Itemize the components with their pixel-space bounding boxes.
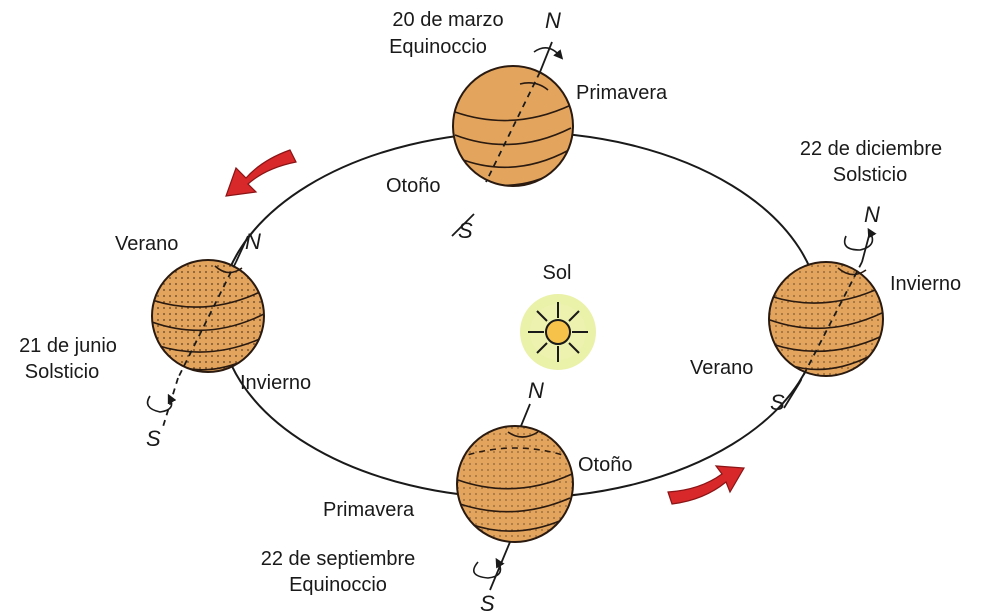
dec-invierno-label: Invierno bbox=[890, 273, 961, 295]
sep-north-label: N bbox=[528, 378, 544, 403]
curved-arrow-icon bbox=[225, 149, 297, 197]
sep-otono-label: Otoño bbox=[578, 454, 632, 476]
june-south-label: S bbox=[146, 426, 161, 451]
sep-date-label: 22 de septiembre bbox=[261, 548, 416, 570]
june-event-label: Solsticio bbox=[25, 361, 99, 383]
sep-event-label: Equinoccio bbox=[289, 574, 387, 596]
rotation-arrow-icon bbox=[843, 227, 877, 251]
june-north-label: N bbox=[245, 229, 261, 254]
globe-september bbox=[456, 403, 574, 591]
globe-march bbox=[451, 41, 574, 237]
dec-south-label: S bbox=[770, 390, 785, 415]
dec-north-label: N bbox=[864, 202, 880, 227]
rotation-arrow-icon bbox=[533, 47, 564, 60]
june-invierno-label: Invierno bbox=[240, 372, 311, 394]
globe-december bbox=[768, 231, 884, 409]
march-primavera-label: Primavera bbox=[576, 82, 668, 104]
march-south-label: S bbox=[458, 218, 473, 243]
march-otono-label: Otoño bbox=[386, 175, 440, 197]
globe-june bbox=[151, 235, 265, 431]
sep-primavera-label: Primavera bbox=[323, 499, 415, 521]
curved-arrow-icon bbox=[667, 465, 746, 505]
sun-label: Sol bbox=[543, 262, 572, 284]
sun-icon bbox=[520, 294, 596, 370]
dec-event-label: Solsticio bbox=[833, 164, 907, 186]
march-event-label: Equinoccio bbox=[389, 36, 487, 58]
dec-date-label: 22 de diciembre bbox=[800, 138, 942, 160]
june-date-label: 21 de junio bbox=[19, 335, 117, 357]
june-verano-label: Verano bbox=[115, 233, 178, 255]
rotation-arrow-icon bbox=[472, 557, 505, 579]
rotation-arrow-icon bbox=[146, 393, 177, 413]
march-date-label: 20 de marzo bbox=[392, 9, 503, 31]
dec-verano-label: Verano bbox=[690, 357, 753, 379]
march-north-label: N bbox=[545, 8, 561, 33]
sep-south-label: S bbox=[480, 591, 495, 613]
